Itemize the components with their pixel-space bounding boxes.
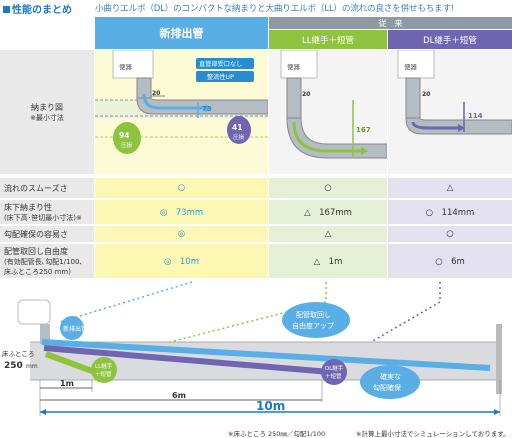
toilet-label: 便器 — [119, 62, 133, 71]
dim-73-label: 73 — [202, 105, 212, 113]
badge-dl-2: ＋短管 — [325, 372, 342, 380]
diagram-dl: 便器 20 114 — [388, 50, 512, 174]
cell-flow-main: ○ — [95, 178, 268, 198]
dim-167-label: 167 — [356, 126, 371, 134]
footnote-b: ※計算上最小寸法でシミュレーションしております。 — [356, 430, 510, 438]
pipe-dl — [43, 345, 331, 375]
bullet-square-icon — [3, 6, 10, 13]
length-10m: 10m — [256, 399, 285, 413]
callout-slope-1: 確実な — [380, 372, 401, 381]
cell-flow-dl: △ — [388, 178, 512, 198]
header: 性能のまとめ 小曲りエルボ（DL）のコンパクトな納まりと大曲りエルボ（LL）の流… — [0, 0, 512, 16]
dim-114-label: 114 — [468, 112, 483, 120]
badge-new-pipe: 新排出管 — [63, 325, 87, 333]
cell-flow-ll: ○ — [269, 178, 387, 198]
piping-diagram: 床ふところ 250 mm 新排出管 LL継手 ＋短管 DL継手 ＋短管 配管取回… — [2, 281, 502, 416]
cell-freedom-main: ◎ 10m — [95, 244, 268, 278]
pressure-41-label: 圧損 — [233, 133, 245, 141]
dim-20-label: 20 — [302, 91, 310, 98]
column-header-conventional: 従 来 — [269, 17, 512, 29]
pressure-94-label: 圧損 — [121, 141, 133, 149]
pipe-ll — [44, 351, 102, 377]
pointer-new-pipe — [59, 281, 193, 323]
pressure-94-value: 94 — [119, 131, 129, 140]
badge-flow-up: 整流性UP — [207, 73, 234, 81]
footnote-a: ※床ふところ 250㎜／勾配1/100 — [228, 430, 326, 438]
pointer-ll-2 — [99, 301, 327, 361]
floor-label-1: 床ふところ — [2, 349, 35, 358]
floor-label-2: 250 — [4, 361, 23, 371]
badge-no-socket: 直管部受口なし — [199, 60, 242, 68]
row-label-slope: 勾配確保の容易さ — [0, 226, 94, 242]
callout-freedom — [282, 302, 350, 338]
page-subtitle: 小曲りエルボ（DL）のコンパクトな納まりと大曲りエルボ（LL）の流れの良さを併せ… — [95, 4, 455, 14]
toilet-label: 便器 — [404, 62, 418, 71]
cell-slope-dl: ○ — [388, 226, 512, 242]
row-label-diagram: 納まり図 ※最小寸法 — [0, 50, 94, 174]
toilet-icon — [17, 299, 51, 325]
row-label-flow: 流れのスムーズさ — [0, 178, 94, 198]
row-label-freedom: 配管取回し自由度 (有効配管長､勾配1/100､ 床ふところ250 mm) — [0, 244, 94, 278]
cell-height-ll: △ 167mm — [269, 200, 387, 224]
cell-height-main: ◎ 73mm — [95, 200, 268, 224]
callout-freedom-1: 配管取回し — [296, 310, 331, 319]
diagram-ll: 便器 20 167 — [269, 50, 387, 174]
pressure-41-value: 41 — [232, 123, 242, 132]
badge-ll-1: LL継手 — [95, 362, 113, 370]
diagram-new-pipe: 便器 20 73 直管部受口なし 整流性UP 94 圧損 41 圧損 — [95, 50, 268, 174]
cell-slope-ll: △ — [269, 226, 387, 242]
cell-freedom-ll: △ 1m — [269, 244, 387, 278]
callout-slope — [360, 365, 420, 399]
cell-slope-main: ◎ — [95, 226, 268, 242]
diagram-ll-svg: 便器 20 167 — [280, 50, 387, 159]
callout-freedom-2: 自由度アップ — [292, 321, 334, 330]
floor-unit: mm — [26, 363, 38, 370]
callout-slope-2: 勾配確保 — [373, 383, 401, 392]
badge-dl-1: DL継手 — [325, 364, 344, 372]
diagram-new-pipe-svg: 便器 20 73 直管部受口なし 整流性UP 94 圧損 41 圧損 — [95, 50, 268, 154]
diagram-dl-svg: 便器 20 114 — [397, 50, 512, 135]
toilet-label: 便器 — [287, 62, 301, 71]
column-header-new-pipe: 新排出管 — [95, 17, 268, 49]
badge-ll-2: ＋短管 — [95, 370, 112, 378]
page-title: 性能のまとめ — [3, 1, 72, 16]
dim-20-label: 20 — [152, 90, 160, 97]
cell-freedom-dl: ○ 6m — [388, 244, 512, 278]
pipe-new — [41, 339, 491, 371]
column-header-dl: DL継手＋短管 — [388, 30, 512, 49]
cell-height-dl: ○ 114mm — [388, 200, 512, 224]
length-1m: 1m — [60, 379, 74, 388]
column-header-ll: LL継手＋短管 — [269, 30, 387, 49]
dim-20-label: 20 — [422, 91, 430, 98]
wall — [496, 324, 502, 394]
length-6m: 6m — [172, 391, 186, 400]
row-label-height: 床下納まり性 (床下高･笹切最小寸法)※ — [0, 200, 94, 224]
